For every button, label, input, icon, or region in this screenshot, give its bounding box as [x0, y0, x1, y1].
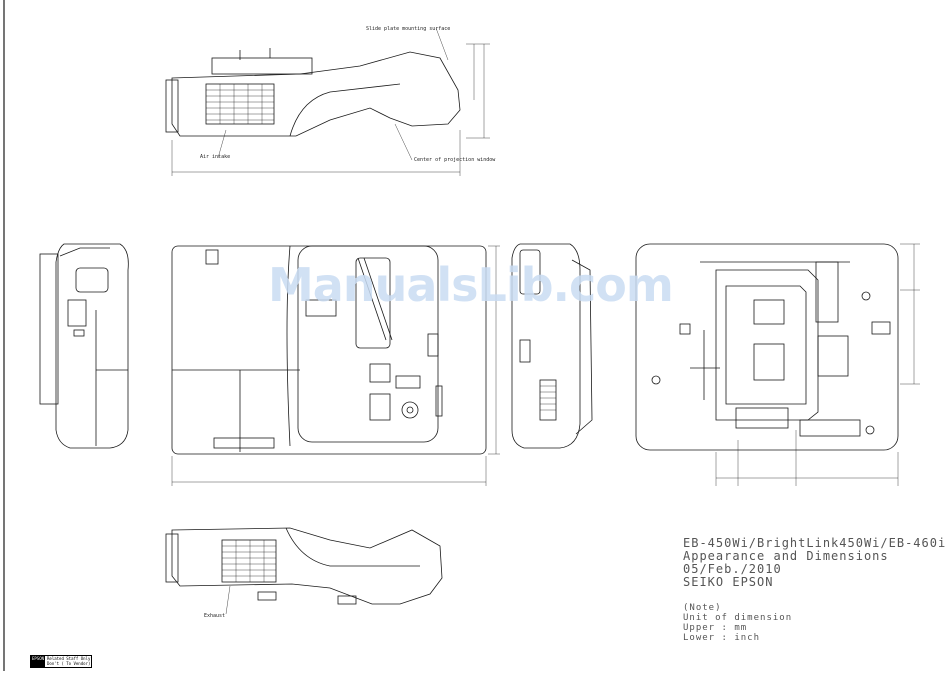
- confidential-stamp: EPSON Related Staff Only Don't ( To Vend…: [30, 655, 92, 668]
- projection-window-label: Center of projection window: [414, 158, 495, 163]
- bottom-side-view: [166, 528, 442, 614]
- note-upper: Upper : mm: [683, 623, 792, 633]
- stamp-line2: Don't ( To Vendor): [47, 661, 90, 666]
- mounting-surface-label: Slide plate mounting surface: [366, 27, 450, 32]
- stamp-logo: EPSON: [31, 656, 45, 667]
- manufacturer: SEIKO EPSON: [683, 576, 946, 589]
- air-intake-label: Air intake: [200, 155, 230, 160]
- units-note: (Note) Unit of dimension Upper : mm Lowe…: [683, 603, 792, 643]
- note-unit: Unit of dimension: [683, 613, 792, 623]
- manualslib-watermark: ManualsLib.com: [268, 258, 673, 312]
- note-heading: (Note): [683, 603, 792, 613]
- note-lower: Lower : inch: [683, 633, 792, 643]
- left-end-view: [40, 244, 128, 448]
- exhaust-label: Exhaust: [204, 614, 225, 619]
- bottom-view: [636, 244, 920, 486]
- title-block: EB-450Wi/BrightLink450Wi/EB-460i Appeara…: [683, 537, 946, 589]
